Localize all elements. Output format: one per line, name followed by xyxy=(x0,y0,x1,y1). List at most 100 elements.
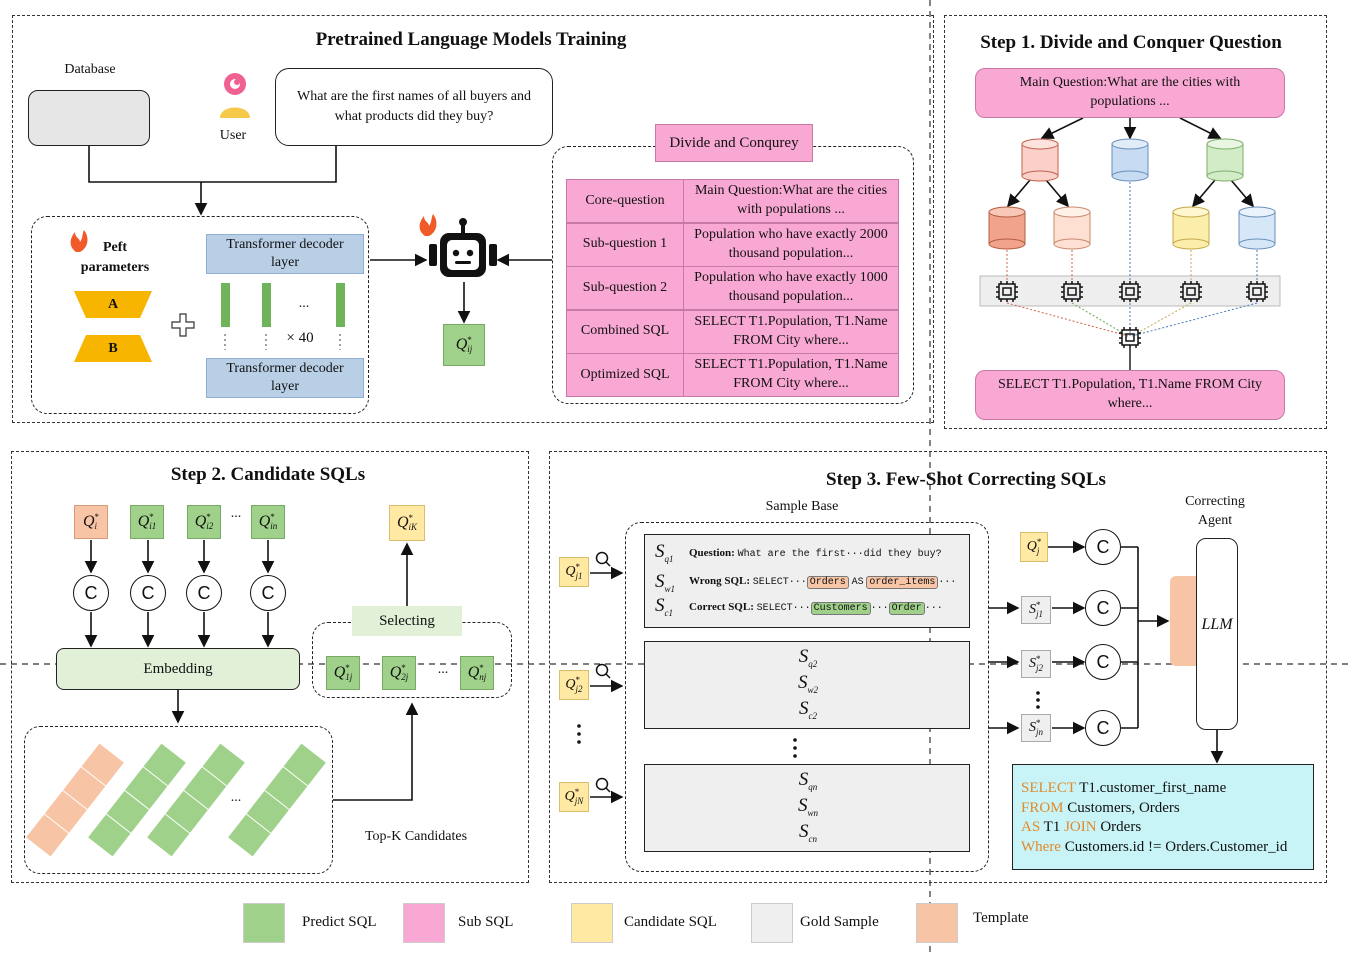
sample-c-symbol: Sc1 xyxy=(655,595,673,618)
q-index: *j2 xyxy=(576,676,583,694)
q-index: *j xyxy=(1037,538,1042,556)
flame-icon xyxy=(70,230,88,252)
embedding-space-box xyxy=(24,726,333,874)
concat-node: C xyxy=(1085,710,1121,746)
selected-candidate: Q*iK xyxy=(389,505,425,541)
legend-swatch xyxy=(751,903,793,943)
q-letter: Q xyxy=(565,564,576,579)
q-sub: jn xyxy=(1035,727,1043,737)
q-star: * xyxy=(575,675,581,685)
q-sub: j1 xyxy=(575,571,583,581)
database-node xyxy=(1206,138,1244,182)
correcting-agent-label: Correcting Agent xyxy=(1185,494,1245,528)
legend-label: Predict SQL xyxy=(302,914,377,930)
sample-symbol: Sw2 xyxy=(797,672,818,695)
legend-label: Candidate SQL xyxy=(624,914,717,930)
q-star: * xyxy=(149,512,154,522)
q-index: *j1 xyxy=(1036,601,1043,619)
sample-symbol: Sc2 xyxy=(799,698,817,721)
q-star: * xyxy=(94,512,100,522)
dc-value-cell: Main Question:What are the cities with p… xyxy=(683,179,899,223)
q-star: * xyxy=(1035,654,1041,664)
sample-symbol: Sqn xyxy=(798,769,818,792)
q-index: *in xyxy=(270,513,277,531)
dc-key-cell: Core-question xyxy=(566,179,684,223)
concat-node: C xyxy=(1085,644,1121,680)
legend-swatch xyxy=(243,903,285,943)
final-sql-box: SELECT T1.Population, T1.Name FROM City … xyxy=(975,370,1285,420)
q-letter: Q xyxy=(389,664,402,681)
q-letter: Q xyxy=(82,513,95,530)
q-index: *i xyxy=(95,513,100,531)
q-index: *j1 xyxy=(576,563,583,581)
sample-wrong-sql: Wrong SQL: SELECT···Orders AS order_item… xyxy=(689,575,957,589)
training-title: Pretrained Language Models Training xyxy=(315,29,627,50)
candidate-input: Q*in xyxy=(251,505,285,539)
q-sub: i2 xyxy=(206,521,214,531)
sql-line-4: Where Customers.id != Orders.Customer_id xyxy=(1021,838,1288,855)
gold-sample-ref: S*j2 xyxy=(1021,650,1051,678)
legend-swatch xyxy=(571,903,613,943)
database-node xyxy=(1053,206,1091,250)
adapter-a: A xyxy=(107,297,119,312)
dc-value-cell: Population who have exactly 1000 thousan… xyxy=(683,266,899,310)
sql-line-1: SELECT T1.customer_first_name xyxy=(1021,780,1227,796)
magnifier-icon xyxy=(595,551,609,565)
legend-label: Sub SQL xyxy=(458,914,514,930)
q-star: * xyxy=(575,562,581,572)
q-index: *i2 xyxy=(206,513,213,531)
q-star: * xyxy=(206,512,211,522)
q-sub: i1 xyxy=(149,521,157,531)
q-index: *i1 xyxy=(149,513,156,531)
embedding-block: Embedding xyxy=(56,648,300,690)
gold-sample-1: Sq1 Question: What are the first···did t… xyxy=(644,534,970,628)
q-sub: jN xyxy=(574,796,584,806)
q-star: * xyxy=(1036,537,1042,547)
sample-q-symbol: Sq1 xyxy=(655,541,674,564)
concat-node: C xyxy=(186,575,222,611)
concat-node: C xyxy=(1085,529,1121,565)
sample-sub: qn xyxy=(808,781,818,792)
step3-title: Step 3. Few-Shot Correcting SQLs xyxy=(826,469,1106,490)
q-letter: Q xyxy=(137,513,150,530)
template-tab xyxy=(1170,576,1198,666)
candidate-item: Q*1j xyxy=(326,656,360,690)
legend-swatch xyxy=(916,903,958,943)
user-question: What are the first names of all buyers a… xyxy=(275,68,553,146)
step1-title: Step 1. Divide and Conquer Question xyxy=(980,32,1282,53)
sample-sub: q2 xyxy=(808,658,818,669)
dc-value-cell: Population who have exactly 2000 thousan… xyxy=(683,222,899,267)
candidate-item: Q*2j xyxy=(382,656,416,690)
q-index: *2j xyxy=(401,664,408,682)
concat-node: C xyxy=(1085,590,1121,626)
model-box xyxy=(31,216,369,414)
database-node xyxy=(1021,138,1059,182)
q-index: *jN xyxy=(575,788,584,806)
legend-label: Gold Sample xyxy=(800,914,879,930)
chip-icon xyxy=(1119,327,1141,348)
q-index: *jn xyxy=(1036,719,1043,737)
q-sub: i xyxy=(94,521,98,531)
candidates-ellipsis: ... xyxy=(437,662,449,677)
candidate-item: Q*nj xyxy=(460,656,494,690)
q-letter: Q xyxy=(258,513,271,530)
database-node xyxy=(1111,138,1149,182)
inputs-ellipsis: ... xyxy=(230,506,242,521)
database-box xyxy=(28,90,150,146)
step3-panel xyxy=(549,451,1327,883)
query-item: Q*j2 xyxy=(559,670,589,700)
sample-symbol: Scn xyxy=(799,821,817,844)
flame-icon xyxy=(419,214,437,236)
magnifier-icon xyxy=(595,777,609,791)
database-node xyxy=(988,206,1026,250)
q-letter: Q xyxy=(333,664,346,681)
sample-correct-sql: Correct SQL: SELECT···Customers···Order·… xyxy=(689,601,943,615)
step1-panel xyxy=(944,15,1327,429)
sql-line-3: AS T1 JOIN Orders xyxy=(1021,819,1142,835)
database-node xyxy=(1238,206,1276,250)
legend-label: Template xyxy=(973,910,1029,926)
dc-key-cell: Sub-question 1 xyxy=(566,222,684,267)
llm-label: LLM xyxy=(1201,616,1233,633)
